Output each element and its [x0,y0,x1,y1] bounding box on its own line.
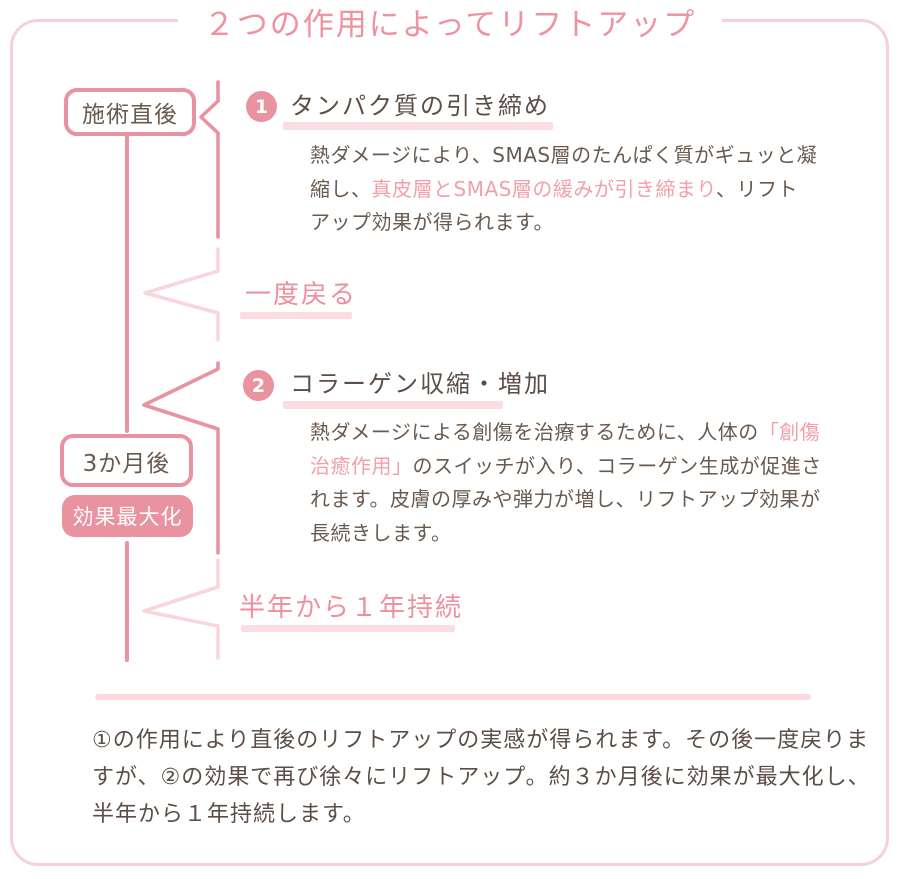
section1-body-line2-highlight: 真皮層とSMAS層の緩みが引き締まり [371,176,717,201]
section1-body-line2-prefix: 縮し、 [310,176,372,201]
section1-heading-underline [283,122,553,130]
section1-body-line1: 熱ダメージにより、SMAS層のたんぱく質がギュッと凝 [310,143,818,167]
page-title: ２つの作用によってリフトアップ [177,2,723,48]
section2-heading: コラーゲン収縮・増加 [290,370,550,398]
note-return-underline [240,312,352,319]
section2-body-line1-highlight: 「創傷 [758,420,821,444]
title-row: ２つの作用によってリフトアップ [0,2,900,48]
section2-body-line4: 長続きします。 [310,520,452,545]
note-return: 一度戻る [245,280,358,310]
label-3months: 3か月後 [60,434,193,487]
max-effect-badge: 効果最大化 [62,495,193,537]
label-3months-text: 3か月後 [82,450,171,477]
section2-body-line2-highlight: 治癒作用」 [310,453,413,478]
section1-number-badge: 1 [246,91,277,122]
label-immediately-after-text: 施術直後 [82,102,178,128]
section2-number: 2 [251,374,266,397]
section2-number-badge: 2 [243,370,274,401]
footer-line3: 半年から１年持続します。 [92,802,366,827]
footer-summary: ①の作用により直後のリフトアップの実感が得られます。その後一度戻りますが、②の効… [92,722,871,833]
section2-body-line1-prefix: 熱ダメージによる創傷を治療するために、人体の [310,420,759,444]
section2-heading-underline [283,401,503,409]
max-effect-badge-text: 効果最大化 [72,505,183,529]
section1-heading: タンパク質の引き締め [290,92,550,120]
footer-line2: すが、②の効果で再び徐々にリフトアップ。約３か月後に効果が最大化し、 [92,765,871,790]
section1-body-line2-suffix: 、リフト [716,176,799,201]
section1-number: 1 [254,95,269,118]
section2-body-line3: れます。皮膚の厚みや弾力が増し、リフトアップ効果が [310,487,821,511]
section1-body: 熱ダメージにより、SMAS層のたんぱく質がギュッと凝縮し、真皮層とSMAS層の緩… [310,139,817,240]
section2-body-line2-suffix: のスイッチが入り、コラーゲン生成が促進さ [412,453,822,478]
footer-line1: ①の作用により直後のリフトアップの実感が得られます。その後一度戻りま [92,728,870,753]
section-divider [95,694,811,700]
section2-body: 熱ダメージによる創傷を治療するために、人体の「創傷治癒作用」のスイッチが入り、コ… [310,416,822,550]
note-duration: 半年から１年持続 [239,593,464,623]
note-duration-underline [241,625,455,632]
section1-body-line3: アップ効果が得られます。 [310,210,554,234]
label-immediately-after: 施術直後 [64,88,196,136]
